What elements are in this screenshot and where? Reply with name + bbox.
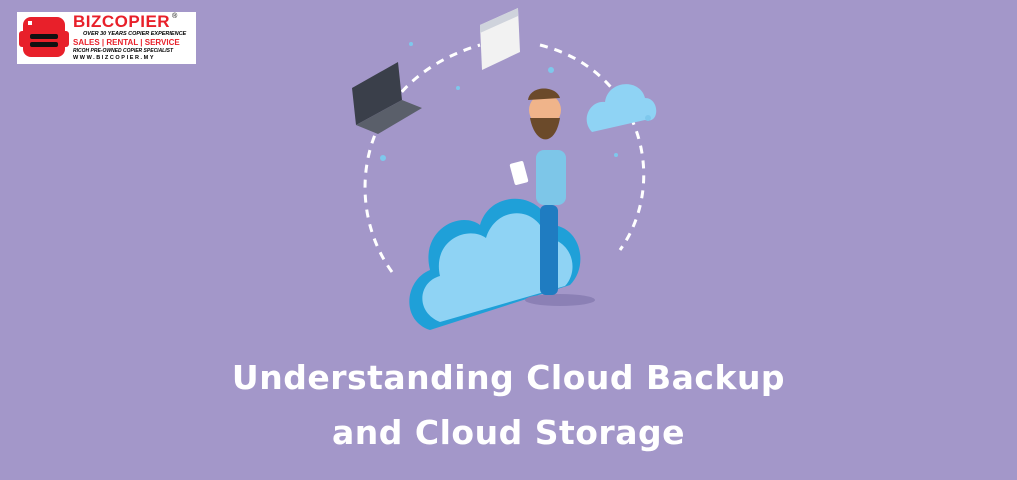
logo-tagline: OVER 30 YEARS COPIER EXPERIENCE: [83, 31, 187, 37]
headline-line-2: and Cloud Storage: [332, 413, 685, 452]
small-cloud-icon: [586, 84, 657, 132]
bizcopier-logo: BIZCOPIER ® OVER 30 YEARS COPIER EXPERIE…: [17, 12, 196, 64]
logo-specialist: RICOH PRE-OWNED COPIER SPECIALIST: [73, 48, 174, 54]
logo-services: SALES | RENTAL | SERVICE: [73, 38, 180, 47]
logo-website: WWW.BIZCOPIER.MY: [73, 55, 156, 61]
person-illustration: [509, 88, 595, 306]
headline-line-1: Understanding Cloud Backup: [231, 358, 786, 397]
large-cloud-icon: [409, 198, 581, 330]
copier-logo-icon: [19, 17, 69, 57]
logo-text: BIZCOPIER ® OVER 30 YEARS COPIER EXPERIE…: [73, 13, 186, 62]
star-icons: [380, 42, 651, 161]
logo-registered: ®: [172, 13, 178, 20]
logo-brand: BIZCOPIER: [73, 12, 171, 31]
browser-window-icon: [480, 8, 520, 70]
dashed-orbit: [363, 43, 646, 273]
logo-brand-row: BIZCOPIER ®: [73, 13, 177, 31]
laptop-icon: [352, 62, 422, 134]
